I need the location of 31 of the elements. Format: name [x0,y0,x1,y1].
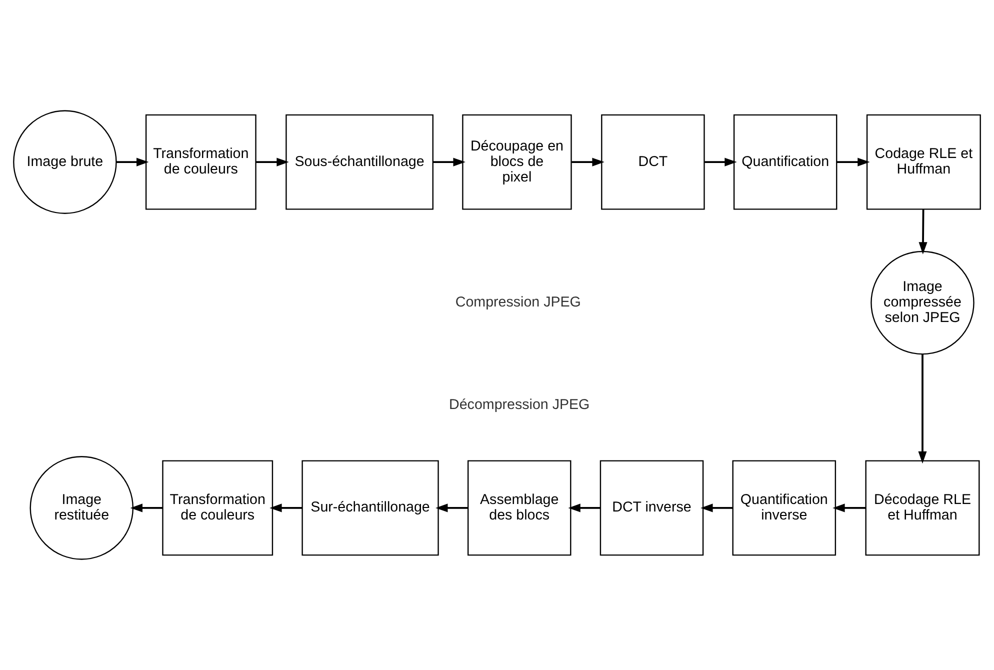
arrow [433,158,466,166]
label: Décompression JPEG [449,397,590,414]
node-box: Transformation de couleurs [145,114,256,210]
arrow [572,158,604,166]
node-box: Sur-échantillonage [302,460,439,556]
arrow [836,158,870,166]
node-box: Sous-échantillonage [286,114,434,210]
node-circle: Image compressée selon JPEG [870,250,974,355]
arrow [270,504,302,512]
arrow [704,158,737,166]
node-box: Assemblage des blocs [467,460,572,556]
arrow [832,504,866,512]
arrow [436,504,468,512]
arrow [130,504,163,512]
node-box: Décodage RLE et Huffman [865,460,980,556]
node-box: DCT [601,114,705,210]
node-box: Découpage en blocs de pixel [462,114,572,210]
label: Compression JPEG [455,294,581,310]
node-circle: Image restituée [30,456,134,560]
arrow [256,158,289,166]
arrow [918,209,928,254]
node-circle: Image brute [13,110,117,214]
arrow [568,504,600,512]
arrow [918,354,927,464]
arrow [700,504,733,512]
node-box: DCT inverse [600,460,704,556]
node-box: Quantification [733,114,838,210]
node-box: Transformation de couleurs [162,460,274,556]
node-box: Quantification inverse [732,460,836,556]
arrow [116,158,149,166]
node-box: Codage RLE et Huffman [866,114,981,210]
